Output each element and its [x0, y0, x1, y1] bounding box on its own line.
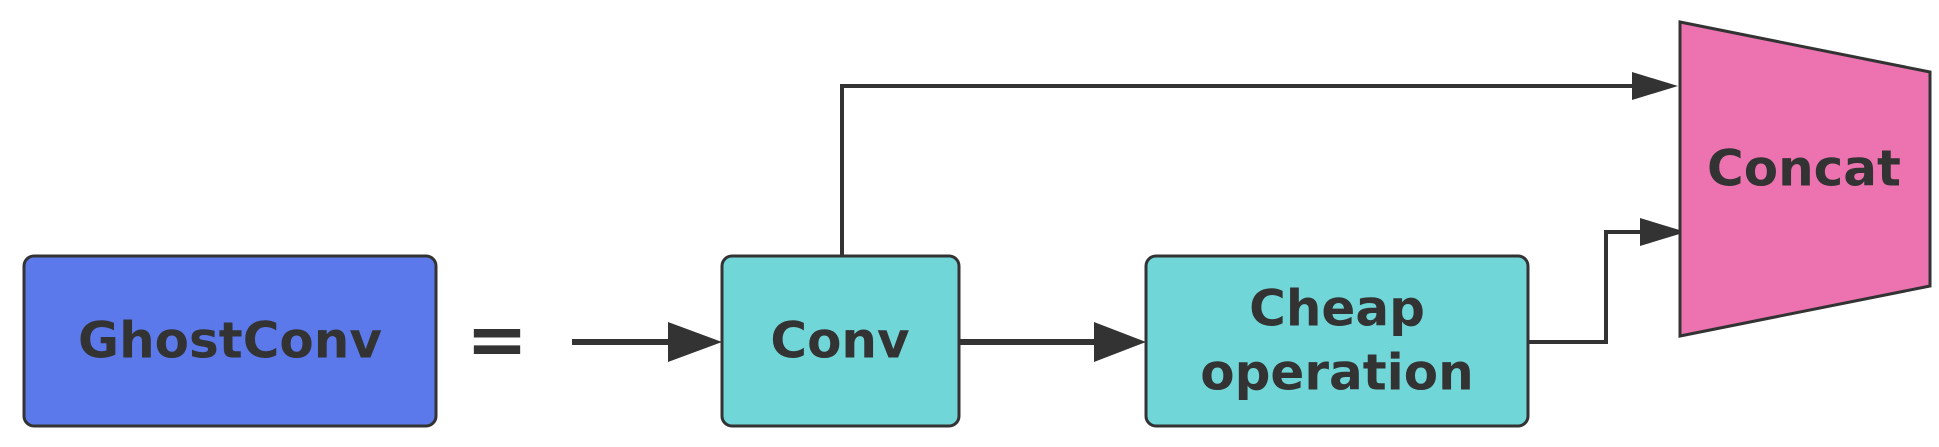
ghostconv-box	[22, 254, 438, 428]
cheap-operation-label-line1: Cheap	[1249, 280, 1425, 338]
conv-label: Conv	[770, 312, 909, 370]
conv-to-cheap-arrow	[959, 322, 1146, 362]
cheap-operation-label-line2: operation	[1200, 344, 1473, 402]
cheap-operation-node: Cheap operation	[1144, 254, 1530, 428]
ghostconv-label: GhostConv	[78, 312, 382, 370]
equals-sign: =	[466, 297, 528, 383]
cheap-to-concat-arrow	[1528, 218, 1686, 344]
concat-node: Concat	[1678, 20, 1932, 338]
conv-to-concat-arrow	[840, 72, 1678, 256]
ghostconv-node: GhostConv	[22, 254, 438, 428]
concat-label: Concat	[1707, 140, 1901, 198]
input-arrow	[572, 322, 722, 362]
conv-node: Conv	[720, 254, 961, 428]
concat-shape	[1678, 20, 1932, 338]
